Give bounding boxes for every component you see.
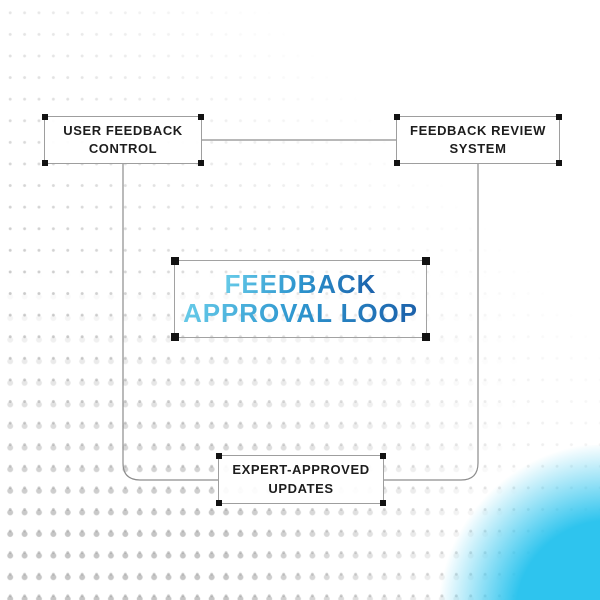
resize-handle[interactable] (394, 160, 400, 166)
title-selection-frame[interactable]: FEEDBACK APPROVAL LOOP (171, 257, 430, 341)
resize-handle[interactable] (422, 257, 430, 265)
resize-handle[interactable] (171, 333, 179, 341)
connector-left (122, 164, 218, 481)
node-label-line: CONTROL (88, 141, 158, 156)
resize-handle[interactable] (394, 114, 400, 120)
node-user-feedback-control[interactable]: USER FEEDBACK CONTROL (42, 114, 204, 166)
connector-right (384, 164, 479, 481)
node-label-line: USER FEEDBACK (63, 122, 183, 138)
node-label-line: EXPERT-APPROVED (232, 462, 370, 478)
node-label-line: SYSTEM (449, 141, 507, 156)
resize-handle[interactable] (42, 160, 48, 166)
resize-handle[interactable] (556, 114, 562, 120)
node-feedback-review-system[interactable]: FEEDBACK REVIEW SYSTEM (394, 114, 562, 166)
diagram-title-line2: APPROVAL LOOP (183, 298, 418, 328)
resize-handle[interactable] (216, 453, 222, 459)
resize-handle[interactable] (556, 160, 562, 166)
resize-handle[interactable] (42, 114, 48, 120)
resize-handle[interactable] (380, 453, 386, 459)
resize-handle[interactable] (198, 114, 204, 120)
node-label-line: FEEDBACK REVIEW (410, 122, 546, 138)
resize-handle[interactable] (198, 160, 204, 166)
resize-handle[interactable] (216, 500, 222, 506)
resize-handle[interactable] (171, 257, 179, 265)
resize-handle[interactable] (422, 333, 430, 341)
diagram-title-line1: FEEDBACK (224, 269, 377, 300)
cyan-glow-blob (440, 445, 600, 600)
node-label-line: UPDATES (268, 480, 334, 496)
node-expert-approved-updates[interactable]: EXPERT-APPROVED UPDATES (216, 453, 386, 506)
resize-handle[interactable] (380, 500, 386, 506)
